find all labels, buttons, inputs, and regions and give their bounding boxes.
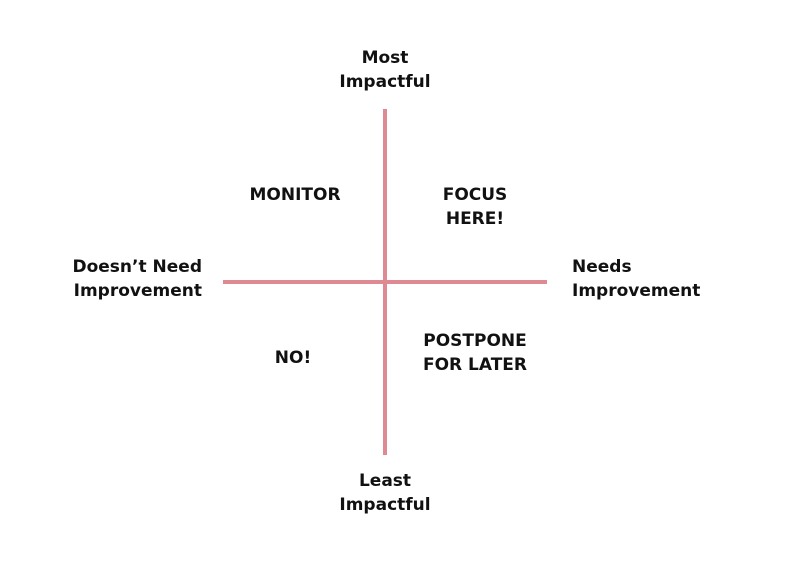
right-axis-label: Needs Improvement [572, 257, 701, 301]
bottom-axis-label: Least Impactful [339, 471, 431, 515]
quadrant-bottom-left-label: NO! [274, 348, 312, 368]
quadrant-top-left-label: MONITOR [249, 185, 341, 205]
quadrant-bottom-right-label: POSTPONE FOR LATER [422, 331, 528, 375]
top-axis-label: Most Impactful [339, 48, 431, 92]
quadrant-top-right-label: FOCUS HERE! [442, 185, 508, 229]
left-axis-label: Doesn’t Need Improvement [72, 257, 202, 301]
